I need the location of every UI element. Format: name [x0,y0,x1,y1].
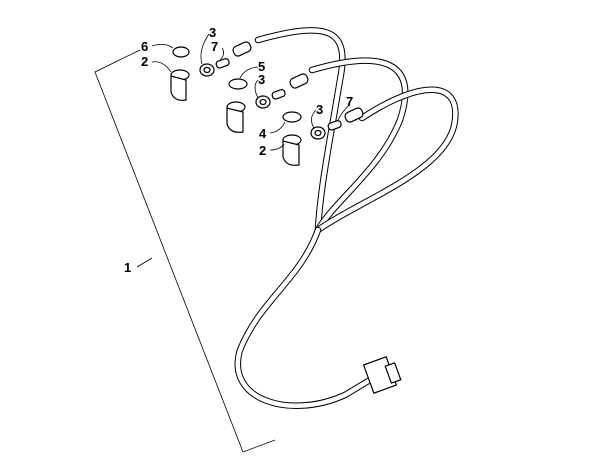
callout-7-low: 7 [346,94,353,109]
callout-2-top: 2 [141,54,148,69]
callout-3-mid: 3 [258,72,265,87]
harness-connector [362,356,402,394]
callout-3-low: 3 [316,102,323,117]
washer-mid [255,95,271,109]
cable-end-low [344,107,364,123]
harness-cables [234,27,459,410]
callout-5: 5 [258,59,265,74]
callout-6: 6 [141,39,148,54]
callout-2-low: 2 [259,143,266,158]
bulb-socket-mid [226,101,246,133]
bulb-top [215,58,230,69]
leader-lines [151,33,351,151]
bulb-mid [271,89,286,100]
washer-top [199,63,215,77]
plug-mid [228,78,248,90]
bulb-socket-top [170,69,190,101]
callout-4: 4 [259,126,267,141]
harness-bracket-line [94,49,276,453]
plug-low [282,111,302,123]
cable-end-top [232,41,252,57]
leader-1 [136,257,153,268]
callout-1: 1 [124,260,131,275]
callout-7-top: 7 [211,39,218,54]
callout-3-top: 3 [209,25,216,40]
plug-top [172,46,190,58]
cable-end-mid [289,73,309,89]
bulb-socket-low [282,134,302,166]
bulb-low [327,120,342,131]
washer-low [310,126,326,140]
